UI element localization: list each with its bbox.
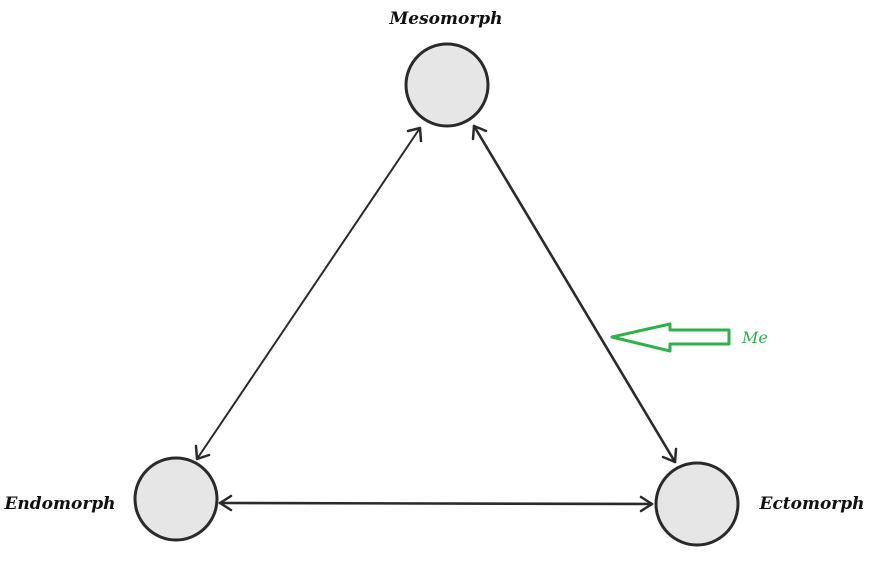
node-ectomorph [654,461,740,547]
arrowhead-ectomorph [639,495,654,513]
edge-mesomorph-ectomorph [471,124,678,464]
arrowhead-endomorph [194,444,211,461]
edge-line [472,124,677,464]
me-label: Me [741,328,768,347]
arrowhead-mesomorph [471,124,488,141]
me-arrow [610,322,731,353]
edge-endomorph-ectomorph [218,494,654,513]
node-label-ectomorph: Ectomorph [758,494,864,514]
edge-mesomorph-endomorph [194,126,423,461]
arrowhead-ectomorph [661,447,678,464]
node-mesomorph [404,42,490,128]
edge-line [218,501,654,506]
arrowhead-endomorph [218,494,233,512]
node-endomorph [133,456,219,542]
node-label-mesomorph: Mesomorph [388,9,502,29]
arrowhead-mesomorph [406,126,423,143]
node-label-endomorph: Endomorph [3,494,115,514]
me-annotation: Me [610,322,768,353]
edge-line [196,127,421,460]
